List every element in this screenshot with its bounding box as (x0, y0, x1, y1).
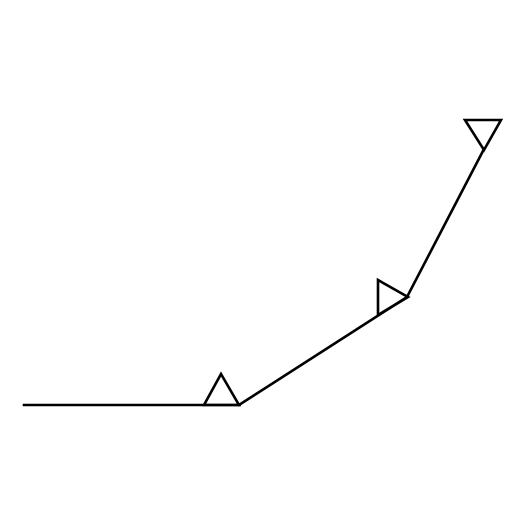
polyline-path (22, 147, 486, 407)
triangle-markers (201, 118, 504, 407)
triangle-down-marker (462, 118, 504, 153)
segment-upper-diagonal (405, 147, 486, 299)
triangle-up-marker (201, 371, 242, 407)
triangle-right-marker (376, 277, 411, 318)
